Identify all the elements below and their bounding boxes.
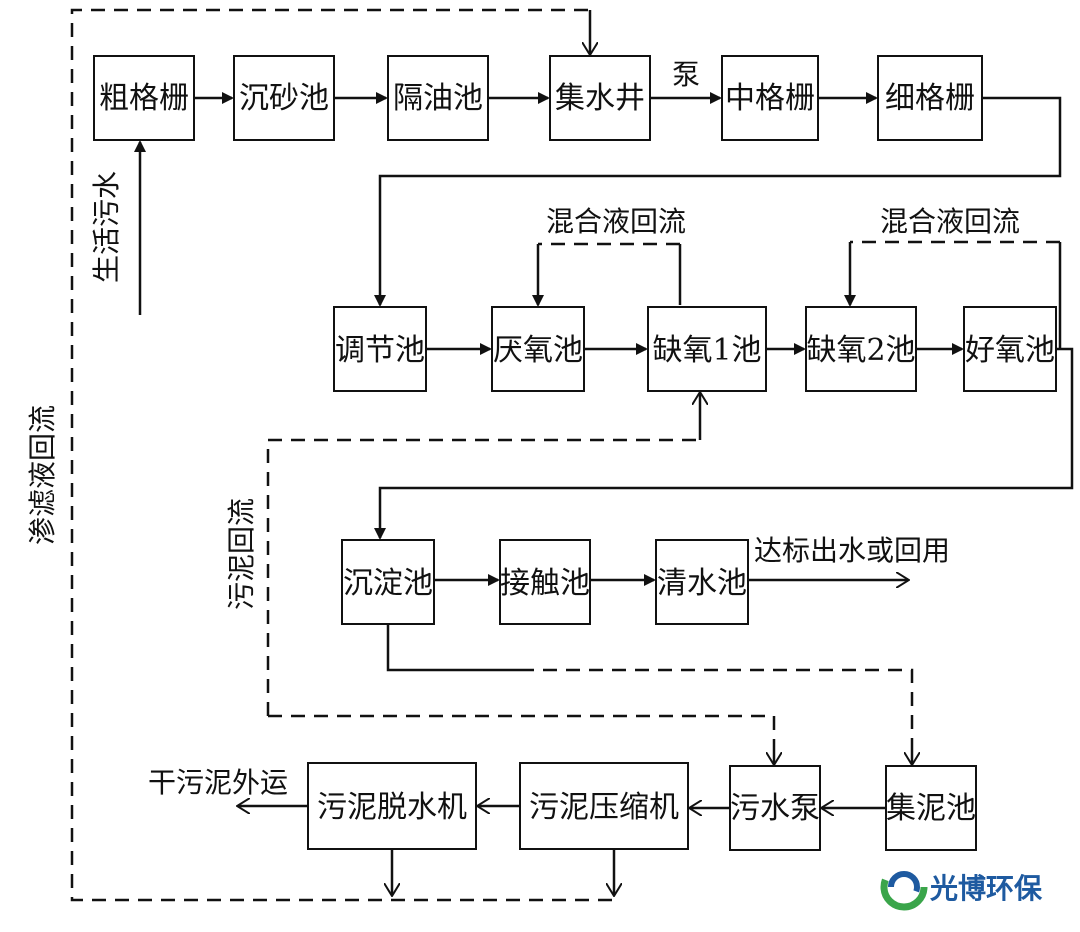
- domestic-sewage-label: 生活污水: [90, 171, 123, 283]
- node-label: 污泥压缩机: [529, 790, 679, 825]
- node-grit-chamber: 沉砂池: [233, 55, 335, 141]
- mixed-liquor-return-label-1: 混合液回流: [546, 205, 686, 238]
- node-sludge-dewatering-machine: 污泥脱水机: [307, 762, 477, 850]
- mixed-liquor-return-2: [844, 240, 1062, 349]
- node-label: 污水泵: [730, 791, 820, 826]
- flow-return-to-sewage-pump: [268, 714, 774, 764]
- node-sewage-pump: 污水泵: [729, 765, 821, 851]
- mixed-liquor-return-label-2: 混合液回流: [880, 205, 1020, 238]
- company-logo: 光博环保: [880, 863, 1043, 911]
- node-equalization-tank: 调节池: [333, 306, 427, 392]
- node-sedimentation-tank: 沉淀池: [341, 539, 435, 625]
- node-label: 细格栅: [885, 81, 975, 116]
- logo-text: 光博环保: [929, 872, 1043, 905]
- flow-aerobic-to-sedimentation: [374, 347, 1074, 540]
- node-label: 隔油池: [393, 81, 483, 116]
- node-label: 中格栅: [725, 81, 815, 116]
- logo-ring-blue: [888, 871, 920, 903]
- node-anoxic-tank-1: 缺氧1池: [647, 306, 767, 392]
- node-contact-tank: 接触池: [499, 539, 591, 625]
- dry-sludge-out-label: 干污泥外运: [148, 766, 288, 799]
- node-oil-separator: 隔油池: [387, 55, 489, 141]
- node-label: 集泥池: [886, 791, 976, 826]
- sludge-return-line: [266, 393, 700, 716]
- node-anaerobic-tank: 厌氧池: [491, 306, 585, 392]
- node-label: 厌氧池: [493, 333, 583, 368]
- node-sump-well: 集水井: [549, 55, 651, 141]
- node-label: 集水井: [555, 81, 645, 116]
- node-clear-water-tank: 清水池: [655, 539, 749, 625]
- node-label: 沉淀池: [343, 566, 433, 601]
- node-label: 沉砂池: [239, 81, 329, 116]
- node-coarse-screen: 粗格栅: [93, 55, 195, 141]
- node-medium-screen: 中格栅: [721, 55, 819, 141]
- pump-label: 泵: [672, 58, 700, 91]
- mixed-liquor-return-1: [532, 242, 682, 307]
- node-label: 调节池: [335, 333, 425, 368]
- node-aerobic-tank: 好氧池: [963, 306, 1057, 392]
- effluent-label: 达标出水或回用: [754, 534, 950, 567]
- flow-sedimentation-to-sludge-collection: [386, 624, 912, 764]
- node-label: 缺氧2池: [806, 333, 915, 368]
- node-label: 清水池: [657, 566, 747, 601]
- main-flow-row-4: [238, 806, 886, 808]
- node-label: 缺氧1池: [652, 333, 761, 368]
- filtrate-drains: [392, 849, 614, 895]
- node-fine-screen: 细格栅: [877, 55, 983, 141]
- node-label: 好氧池: [965, 333, 1055, 368]
- node-sludge-thickener: 污泥压缩机: [519, 762, 689, 850]
- flow-fine-screen-to-equalization: [374, 96, 1062, 307]
- leachate-return-label: 渗滤液回流: [26, 405, 59, 545]
- node-label: 污泥脱水机: [317, 790, 467, 825]
- leachate-return-line: [70, 8, 612, 902]
- node-label: 接触池: [500, 566, 590, 601]
- node-label: 粗格栅: [99, 81, 189, 116]
- node-anoxic-tank-2: 缺氧2池: [805, 306, 917, 392]
- logo-ring-green: [880, 863, 928, 911]
- node-sludge-collection-tank: 集泥池: [885, 765, 977, 851]
- sludge-return-label: 污泥回流: [225, 498, 258, 610]
